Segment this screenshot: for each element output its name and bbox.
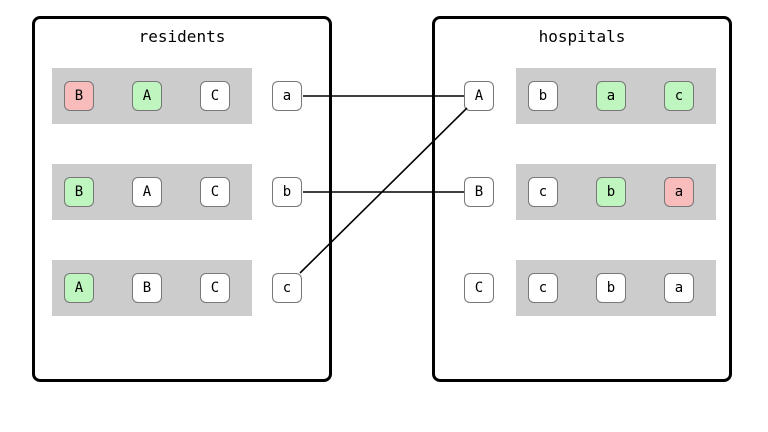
resident-c-pref-2: B <box>132 273 162 303</box>
resident-c-pref-1: A <box>64 273 94 303</box>
hospital-node-B[interactable]: B <box>464 177 494 207</box>
resident-c-pref-3: C <box>200 273 230 303</box>
hospital-C-pref-3: a <box>664 273 694 303</box>
hospitals-title: hospitals <box>538 27 626 46</box>
hospital-B-pref-1: c <box>528 177 558 207</box>
hospital-A-pref-3: c <box>664 81 694 111</box>
hospital-A-pref-1: b <box>528 81 558 111</box>
hospital-B-pref-2: b <box>596 177 626 207</box>
resident-a-pref-3: C <box>200 81 230 111</box>
resident-a-pref-2: A <box>132 81 162 111</box>
hospital-B-pref-3: a <box>664 177 694 207</box>
resident-node-a[interactable]: a <box>272 81 302 111</box>
resident-node-b[interactable]: b <box>272 177 302 207</box>
hospital-node-C[interactable]: C <box>464 273 494 303</box>
hospital-node-A[interactable]: A <box>464 81 494 111</box>
hospital-C-pref-1: c <box>528 273 558 303</box>
hospital-A-pref-2: a <box>596 81 626 111</box>
hospital-C-pref-2: b <box>596 273 626 303</box>
resident-b-pref-1: B <box>64 177 94 207</box>
resident-node-c[interactable]: c <box>272 273 302 303</box>
resident-b-pref-2: A <box>132 177 162 207</box>
residents-title: residents <box>138 27 226 46</box>
resident-b-pref-3: C <box>200 177 230 207</box>
resident-a-pref-1: B <box>64 81 94 111</box>
